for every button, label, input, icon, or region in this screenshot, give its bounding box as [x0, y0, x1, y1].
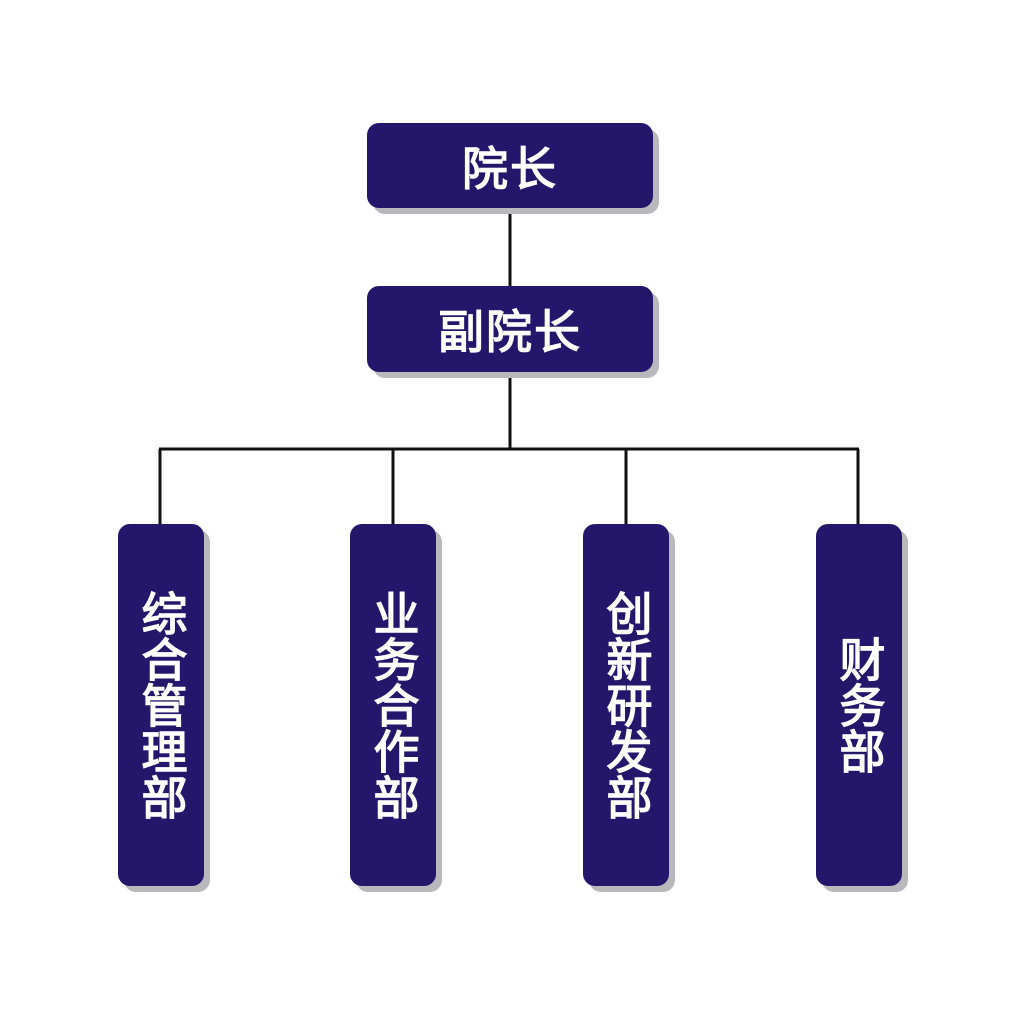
node-president-label: 院长: [462, 141, 558, 196]
node-department-general-management: 综合管理部: [118, 524, 204, 886]
node-vice-president-label: 副院长: [438, 305, 582, 359]
department-label: 业务合作部: [366, 590, 421, 820]
node-vice-president: 副院长: [367, 286, 653, 372]
department-label: 创新研发部: [599, 590, 654, 820]
department-label: 综合管理部: [134, 590, 189, 820]
node-department-finance: 财务部: [816, 524, 902, 886]
node-department-business-cooperation: 业务合作部: [350, 524, 436, 886]
node-president: 院长: [367, 123, 653, 208]
node-department-innovation-rd: 创新研发部: [583, 524, 669, 886]
department-label: 财务部: [832, 636, 887, 774]
